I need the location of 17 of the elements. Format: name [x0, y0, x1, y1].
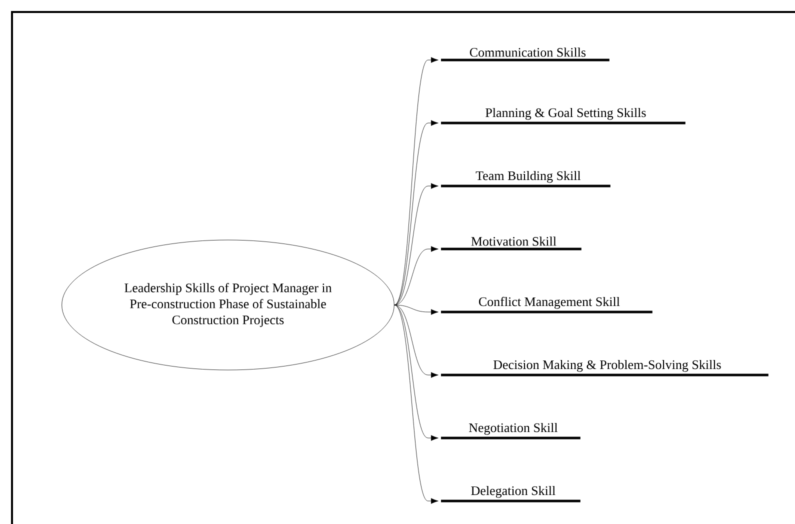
arrow [394, 246, 438, 306]
underlined-label: Communication Skills [441, 48, 610, 62]
underlined-label: Negotiation Skill [441, 422, 580, 440]
underlined-label: Team Building Skill [441, 170, 610, 188]
underlined-label: Decision Making & Problem-Solving Skills [441, 360, 768, 376]
arrow [394, 304, 438, 378]
underlined-label: Conflict Management Skill [441, 296, 652, 314]
arrow [394, 57, 438, 306]
arrow [394, 120, 438, 306]
arrow [394, 183, 438, 306]
arrow [394, 304, 438, 504]
arrow [394, 304, 438, 441]
arrow [394, 304, 438, 315]
underlined-label: Motivation Skill [441, 236, 582, 250]
underlined-label: Planning & Goal Setting Skills [441, 108, 686, 124]
underlined-label: Delegation Skill [441, 486, 580, 502]
ellipse-node: Leadership Skills of Project Manager in Pre-construction Phase of Sustainable Construction Projects [62, 240, 394, 370]
